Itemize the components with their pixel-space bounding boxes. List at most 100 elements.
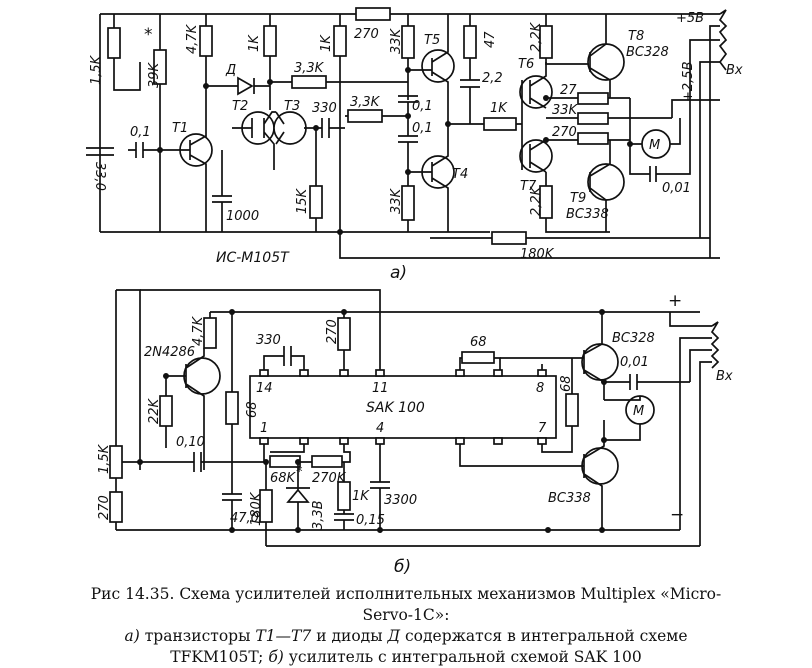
a-label-plus25v: +2,5B [681, 61, 696, 102]
a-label-r15k: 15K [295, 187, 310, 214]
a-label-motor: M [649, 138, 660, 153]
a-label-c01-a: 0,1 [130, 125, 151, 140]
a-label-bc338: BC338 [566, 207, 609, 222]
a-label-r3-3k-b: 3,3K [350, 95, 381, 110]
a-res-15k [309, 185, 323, 219]
a-label-t3: T3 [284, 99, 300, 114]
b-label-pin4: 4 [376, 421, 384, 436]
caption-line-4: TFKM105T; б) усилитель с интегральной сх… [0, 647, 812, 668]
b-label-r270-left: 270 [97, 495, 112, 520]
caption-ic-name: TFKM105T; [170, 648, 269, 666]
b-label-pin14: 14 [256, 381, 273, 396]
a-label-r270-mid: 270 [552, 125, 577, 140]
a-label-c01-b: 0,1 [412, 99, 433, 114]
a-res-47 [463, 25, 477, 59]
b-label-r22k: 22K [147, 397, 162, 424]
a-label-c1000: 1000 [226, 209, 259, 224]
b-label-pin1: 1 [260, 421, 268, 436]
a-res-3-3k-a [291, 75, 327, 89]
a-t1-leads [160, 135, 207, 232]
b-zener [286, 462, 310, 530]
a-res-1k-mid [483, 117, 517, 131]
a-label-plus5v: +5B [676, 11, 704, 26]
b-label-c015: 0,15 [356, 513, 385, 528]
b-label-r68-right: 68 [559, 375, 574, 392]
b-label-r68-top: 68 [470, 335, 487, 350]
b-bc338-leads [459, 420, 605, 530]
b-cap-330 [263, 346, 305, 370]
a-cap-2-2 [460, 79, 480, 124]
a-t2-t3-leads [232, 111, 285, 170]
a-label-r2-2k-bot: 2,2K [529, 185, 544, 216]
a-label-t1: T1 [172, 121, 188, 136]
caption-text-c4: усилитель с интегральной схемой SAK 100 [283, 648, 642, 666]
b-label-pin8: 8 [536, 381, 544, 396]
b-q1-leads [166, 312, 211, 470]
b-chip-sak100 [249, 375, 557, 439]
a-res-180k [491, 231, 527, 245]
a-label-r1k-a: 1K [247, 34, 262, 52]
a-transistor-t6 [519, 75, 553, 109]
a-diode-d [206, 76, 270, 96]
a-transistor-t5 [421, 49, 455, 83]
a-label-ic: ИС-М105T [216, 250, 290, 266]
a-res-3-3k-b [347, 109, 383, 123]
b-res-68-left [225, 391, 239, 425]
a-2-2k-bot-wire [545, 172, 610, 233]
b-label-r270k: 270K [312, 471, 347, 486]
caption-line-2: Servo-1C»: [362, 606, 450, 624]
b-label-q1: 2N4286 [144, 345, 195, 360]
a-caps-01 [398, 95, 418, 186]
b-transistor-bc338 [581, 447, 619, 485]
a-label-t9: T9 [570, 191, 586, 206]
a-label-d: Д [225, 63, 236, 78]
b-label-r68-left: 68 [245, 401, 260, 418]
a-res-1-5k [107, 27, 121, 59]
b-label-motor: M [633, 404, 644, 419]
a-res-4-7k [199, 25, 213, 57]
a-label-r2-2k-top: 2,2K [529, 21, 544, 52]
a-transistor-t7 [519, 139, 553, 173]
a-label-c001: 0,01 [662, 181, 691, 196]
a-t6-t7-leads [521, 62, 547, 173]
figure-caption: Рис 14.35. Схема усилителей исполнительн… [0, 584, 812, 668]
a-label-c2-2: 2,2 [482, 71, 503, 86]
caption-text-d: и диоды [311, 627, 388, 645]
a-label-t4: T4 [452, 167, 468, 182]
caption-b-marker: б) [268, 648, 284, 666]
b-label-bc338: BC338 [548, 491, 591, 506]
b-68k-270k-wire [270, 444, 351, 463]
a-label-r27: 27 [560, 83, 577, 98]
a-res-33k-mid [577, 112, 609, 125]
a-t8-leads [589, 14, 611, 98]
a-res-27 [577, 92, 609, 105]
a-label-r3-3k-a: 3,3K [294, 61, 325, 76]
b-left-loop [116, 289, 141, 470]
b-label-c3300: 3300 [384, 493, 417, 508]
caption-text-b: транзисторы [139, 627, 256, 645]
caption-diodes: Д [387, 627, 401, 645]
a-t5-leads [408, 14, 449, 124]
caption-line-1: Рис 14.35. Схема усилителей исполнительн… [90, 585, 722, 603]
b-cap-3300 [370, 444, 390, 530]
a-label-vx: Bx [726, 63, 743, 78]
a-label-t8: T8 [628, 29, 644, 44]
b-label-r270-top: 270 [325, 319, 340, 344]
a-label-r1-5k: 1,5K [89, 54, 104, 85]
a-label-r1k-mid: 1K [490, 101, 508, 116]
a-2-2k-top-wire [545, 14, 590, 65]
caption-transistors: T1—T7 [255, 627, 312, 645]
a-label-c01-c: 0,1 [412, 121, 433, 136]
a-label-c33: 33,0 [92, 162, 107, 191]
b-res-68-top [461, 351, 495, 364]
a-res-1k-b [333, 25, 347, 57]
a-res-270-mid [577, 132, 609, 145]
a-mid-res-wires [546, 97, 672, 141]
b-label-star: * [296, 465, 303, 480]
a-label-t2: T2 [232, 99, 248, 114]
caption-a-marker: а) [124, 627, 140, 645]
b-cap-47 [222, 493, 242, 530]
a-cap-01-input [128, 142, 160, 158]
a-label-t7: T7 [520, 179, 537, 194]
a-label-r180k: 180K [520, 247, 555, 262]
